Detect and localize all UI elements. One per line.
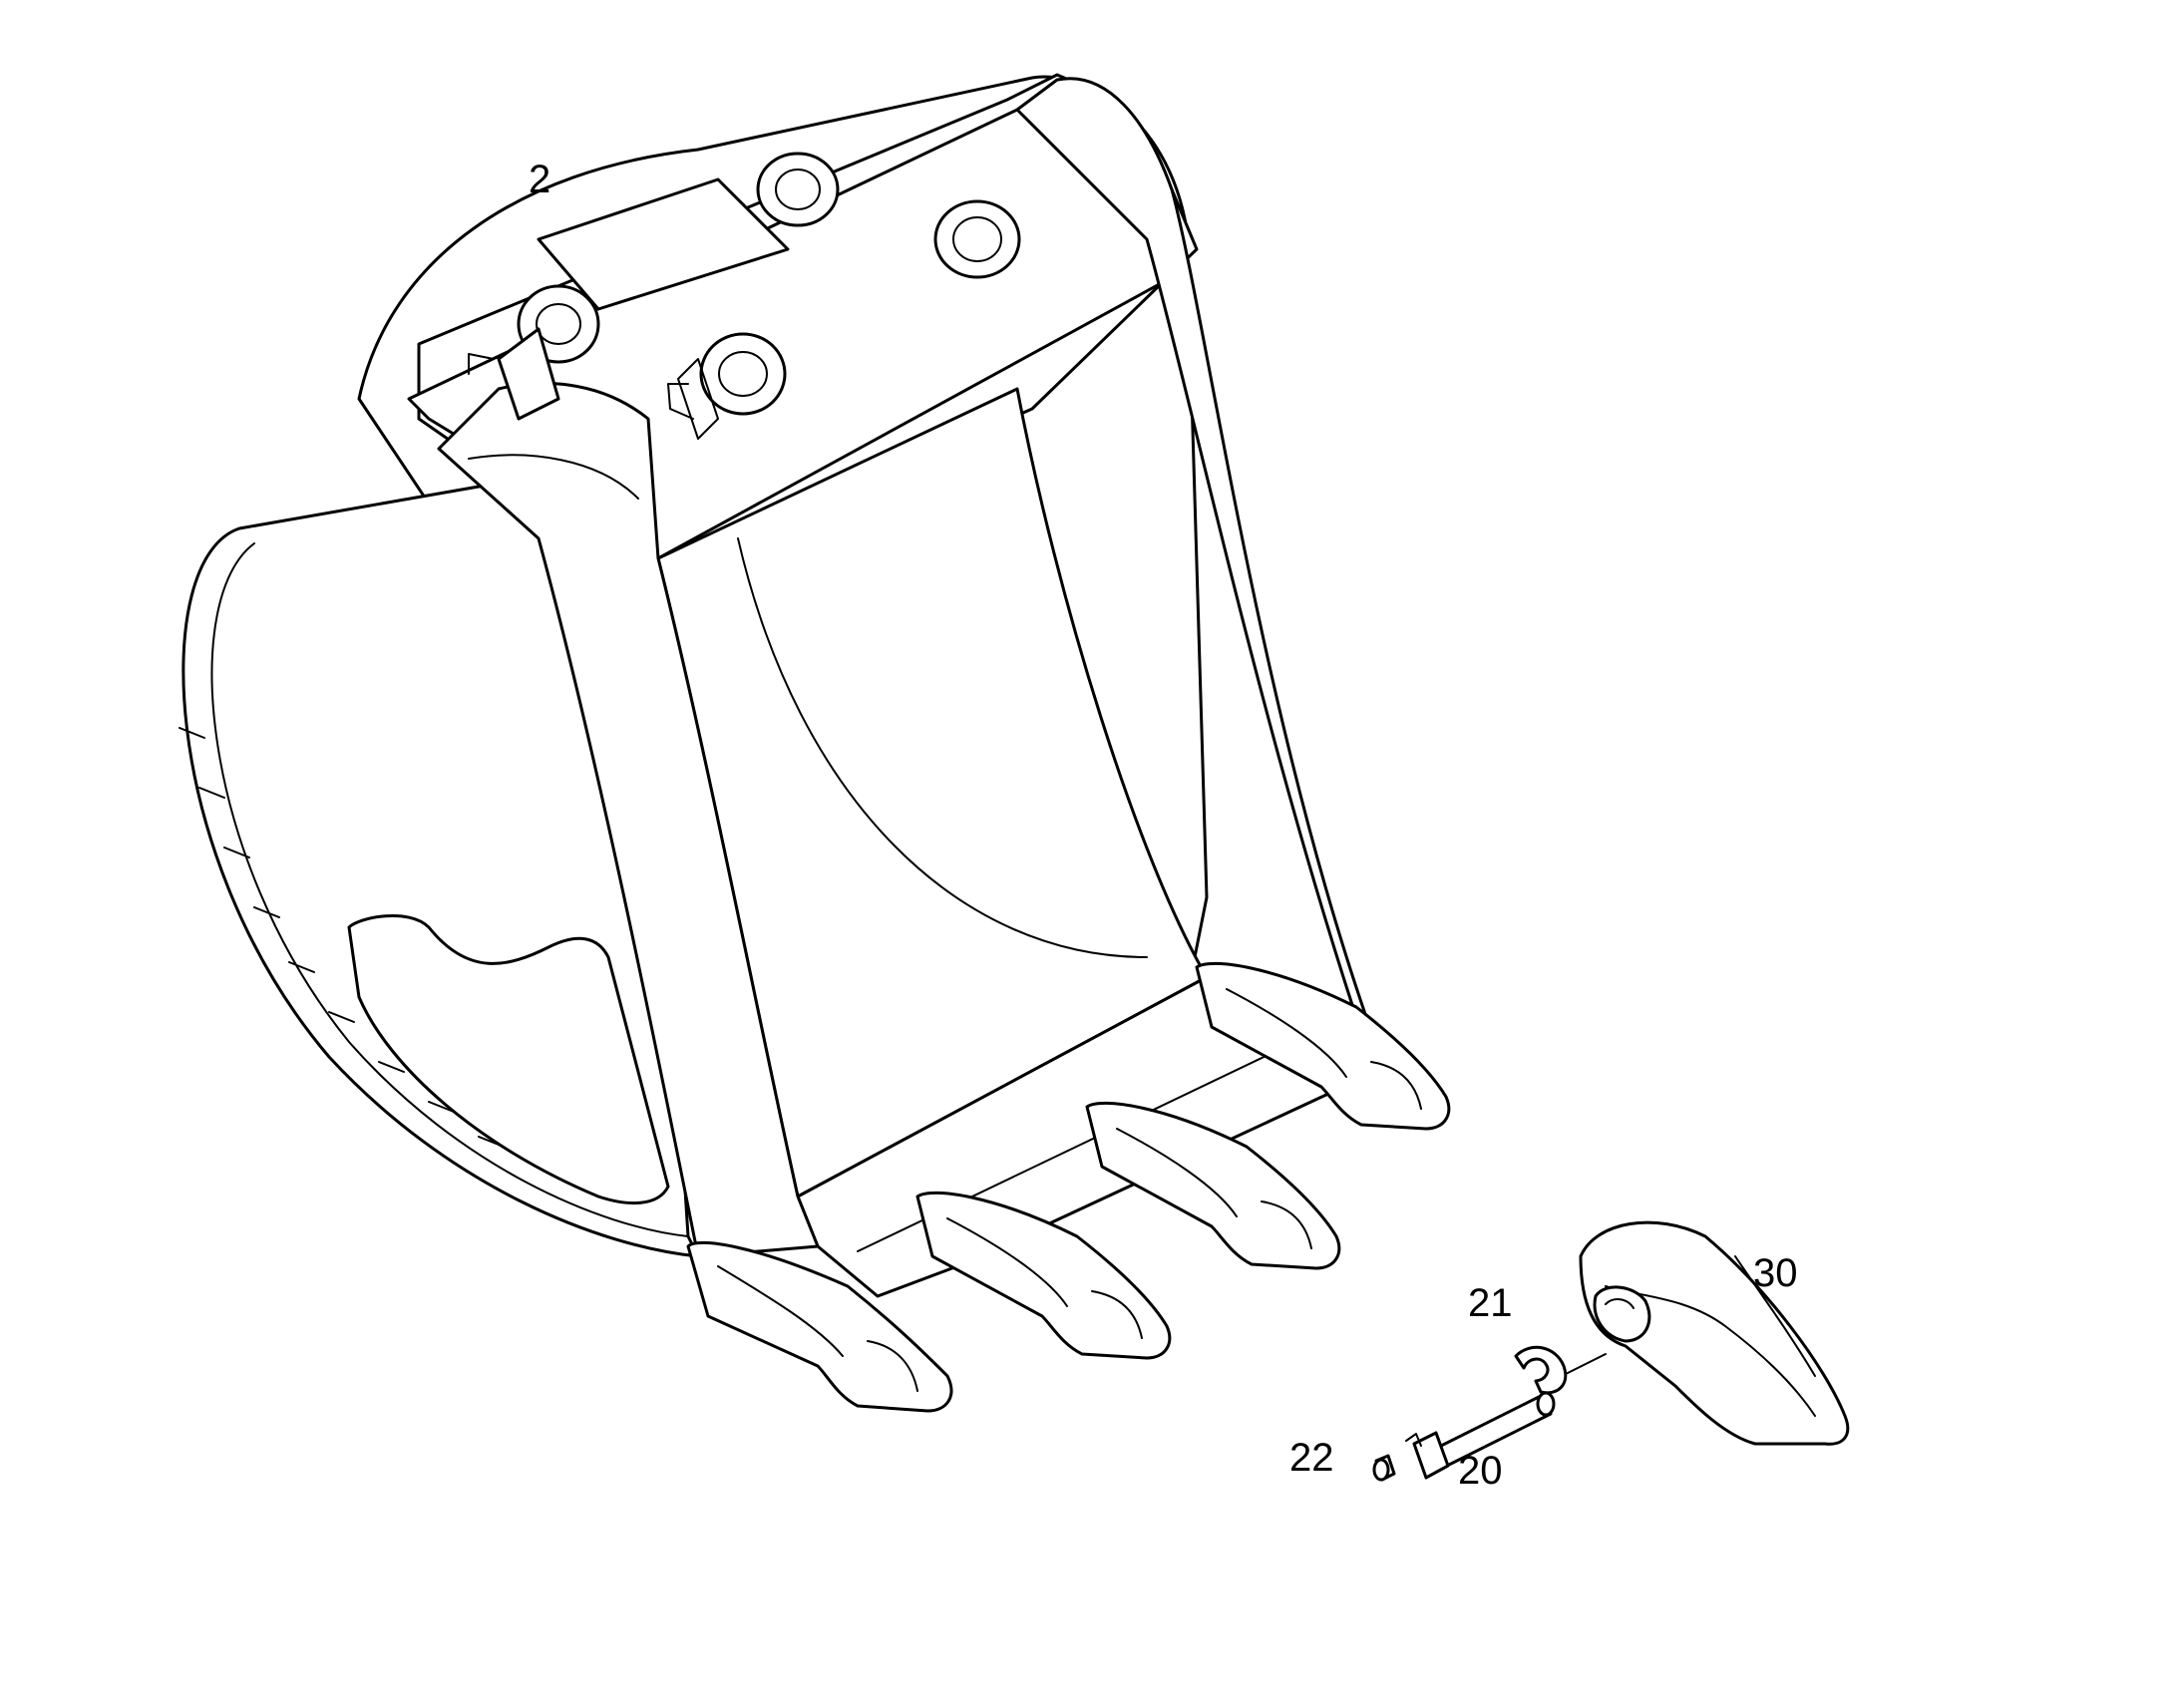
bucket-body (179, 73, 1451, 1413)
pin (1405, 1391, 1556, 1480)
tooth-tip (1579, 1220, 1850, 1446)
label-retainer: 21 (1468, 1281, 1513, 1325)
washer (1372, 1454, 1396, 1482)
bucket-teeth (686, 961, 1451, 1413)
label-washer: 22 (1289, 1436, 1334, 1480)
label-bucket: 2 (529, 158, 550, 201)
retainer (1514, 1345, 1607, 1395)
label-pin: 20 (1458, 1449, 1503, 1493)
linkage-bosses (468, 152, 1021, 440)
label-tooth: 30 (1753, 1251, 1798, 1295)
